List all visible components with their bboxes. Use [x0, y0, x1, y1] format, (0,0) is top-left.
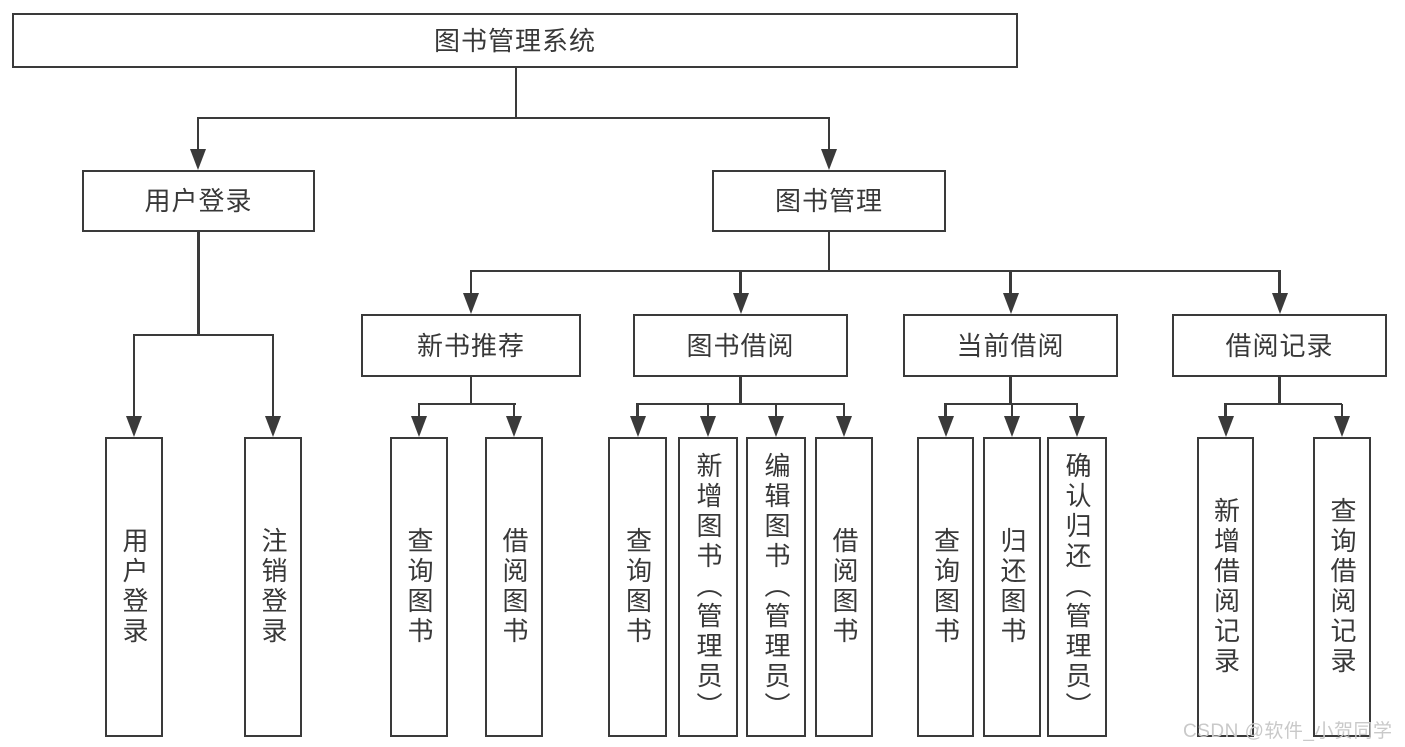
arrow-down-icon	[768, 416, 784, 437]
arrow-down-icon	[1004, 416, 1020, 437]
connector-line	[739, 271, 742, 294]
leaf-borrow-borrow-books: 借阅图书	[815, 437, 873, 737]
leaf-borrow-add-books-admin: 新增图书（管理员）	[678, 437, 738, 737]
node-library-management-system: 图书管理系统	[12, 13, 1018, 68]
connector-line	[1009, 271, 1012, 294]
arrow-down-icon	[1271, 293, 1288, 314]
connector-line	[842, 404, 846, 417]
arrow-down-icon	[190, 149, 206, 170]
leaf-current-return-books: 归还图书	[983, 437, 1041, 737]
connector-line	[827, 231, 831, 272]
connector-line	[1278, 375, 1281, 405]
connector-line	[197, 231, 200, 336]
connector-line	[132, 335, 136, 417]
arrow-down-icon	[732, 293, 749, 314]
arrow-down-icon	[1002, 293, 1019, 314]
connector-line	[196, 116, 831, 119]
node-current-borrowing: 当前借阅	[903, 314, 1118, 377]
arrow-down-icon	[1334, 416, 1350, 437]
connector-line	[469, 375, 473, 405]
connector-line	[1075, 404, 1079, 417]
arrow-down-icon	[506, 416, 522, 437]
arrow-down-icon	[411, 416, 427, 437]
node-book-borrowing: 图书借阅	[633, 314, 848, 377]
connector-line	[514, 66, 518, 119]
leaf-newbook-query-books: 查询图书	[390, 437, 448, 737]
connector-line	[1009, 375, 1012, 405]
connector-line	[132, 333, 275, 336]
leaf-borrow-query-books: 查询图书	[608, 437, 667, 737]
arrow-down-icon	[265, 416, 281, 437]
connector-line	[944, 402, 1079, 405]
connector-line	[271, 335, 275, 417]
node-borrowing-records: 借阅记录	[1172, 314, 1387, 377]
connector-line	[469, 271, 473, 294]
connector-line	[774, 404, 778, 417]
arrow-down-icon	[629, 416, 646, 437]
arrow-down-icon	[126, 416, 142, 437]
connector-line	[417, 404, 421, 417]
leaf-newbook-borrow-books: 借阅图书	[485, 437, 543, 737]
connector-line	[417, 402, 516, 405]
watermark: CSDN @软件_小贺同学	[1183, 721, 1393, 742]
node-user-login: 用户登录	[82, 170, 315, 232]
leaf-current-query-books: 查询图书	[917, 437, 974, 737]
connector-line	[1010, 404, 1014, 417]
leaf-logout: 注销登录	[244, 437, 302, 737]
leaf-records-add-borrow-record: 新增借阅记录	[1197, 437, 1254, 737]
node-book-management: 图书管理	[712, 170, 946, 232]
arrow-down-icon	[836, 416, 852, 437]
arrow-down-icon	[821, 149, 837, 170]
connector-line	[739, 375, 742, 405]
arrow-down-icon	[1069, 416, 1085, 437]
connector-line	[706, 404, 710, 417]
arrow-down-icon	[937, 416, 954, 437]
leaf-records-query-borrow-record: 查询借阅记录	[1313, 437, 1371, 737]
leaf-borrow-edit-books-admin: 编辑图书（管理员）	[746, 437, 806, 737]
connector-line	[1340, 404, 1344, 417]
arrow-down-icon	[463, 293, 479, 314]
arrow-down-icon	[700, 416, 716, 437]
node-new-book-recommendation: 新书推荐	[361, 314, 581, 377]
connector-line	[1278, 271, 1281, 294]
connector-line	[196, 118, 200, 151]
arrow-down-icon	[1217, 416, 1234, 437]
connector-line	[469, 269, 1281, 272]
connector-line	[1224, 404, 1227, 417]
connector-line	[827, 118, 831, 151]
connector-line	[512, 404, 516, 417]
connector-line	[944, 404, 947, 417]
connector-line	[1224, 402, 1343, 405]
connector-line	[636, 402, 846, 405]
leaf-current-confirm-return-admin: 确认归还（管理员）	[1047, 437, 1107, 737]
leaf-user-login: 用户登录	[105, 437, 163, 737]
connector-line	[636, 404, 639, 417]
